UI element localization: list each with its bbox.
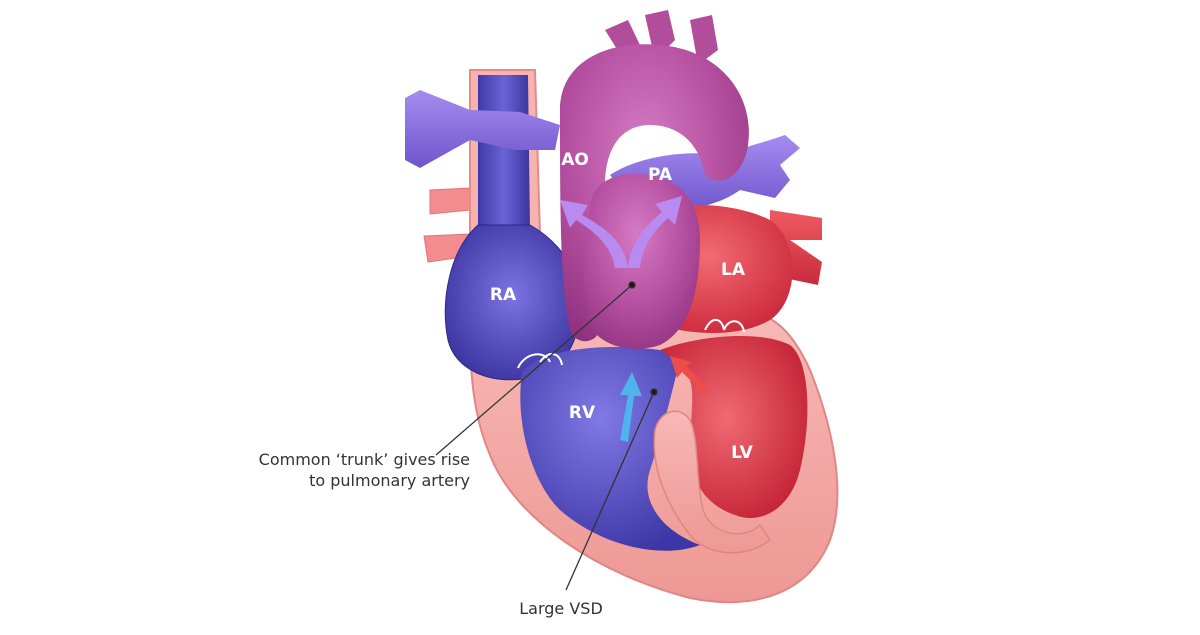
- trunk-flow-arrows: [560, 196, 682, 268]
- right-ventricle: [520, 346, 700, 551]
- label-rv: RV: [569, 403, 596, 423]
- ventricular-septum: [653, 410, 772, 554]
- callout-vsd: Large VSD: [519, 599, 603, 618]
- leader-lines: [435, 281, 658, 591]
- blue-flow-arrow: [620, 372, 642, 442]
- callout-trunk-line2: to pulmonary artery: [309, 471, 470, 490]
- label-lv: LV: [731, 443, 753, 463]
- label-ra: RA: [490, 285, 517, 305]
- red-flow-arrow: [670, 356, 710, 395]
- label-la: LA: [721, 260, 746, 280]
- label-pa: PA: [648, 165, 673, 185]
- pulmonary-artery-left-branch: [405, 90, 560, 168]
- callout-trunk-line1: Common ‘trunk’ gives rise: [259, 450, 470, 469]
- label-ao: AO: [561, 150, 589, 170]
